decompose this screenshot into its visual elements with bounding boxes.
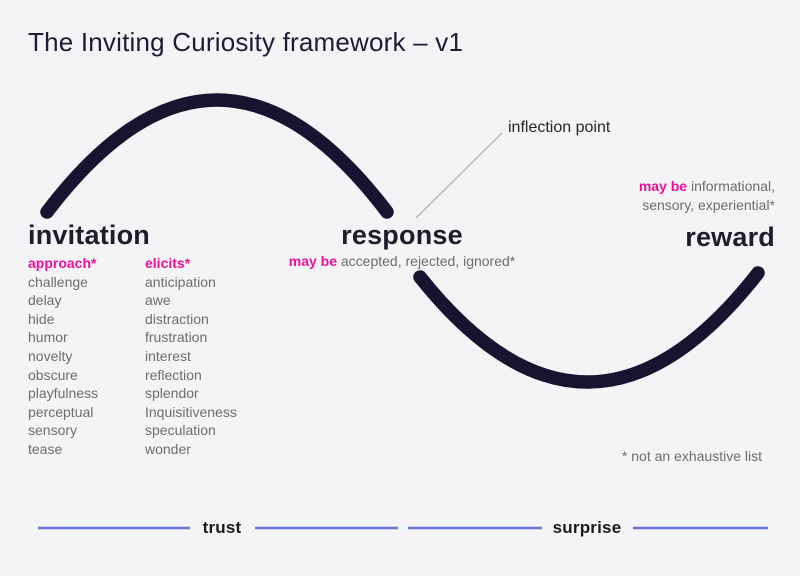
list-item: sensory — [28, 422, 78, 439]
list-item: splendor — [145, 385, 199, 402]
list-item: wonder — [145, 440, 191, 457]
response-may-be-values: accepted, rejected, ignored* — [340, 253, 516, 269]
list-item: perceptual — [28, 403, 94, 420]
response-section: response may be accepted, rejected, igno… — [289, 220, 515, 269]
footnote: * not an exhaustive list — [621, 448, 762, 464]
list-item: Inquisitiveness — [145, 403, 237, 420]
list-item: reflection — [145, 366, 202, 383]
list-item: hide — [28, 310, 55, 327]
list-item: humor — [28, 329, 68, 346]
reward-subtext-line2: sensory, experiential* — [642, 197, 775, 213]
list-item: challenge — [28, 273, 88, 290]
inflection-callout-line — [415, 132, 503, 219]
list-item: novelty — [28, 347, 73, 364]
reward-may-be-values-1: informational, — [690, 178, 775, 194]
approach-heading: approach* — [28, 255, 97, 271]
list-item: delay — [28, 292, 62, 309]
elicits-heading: elicits* — [145, 255, 191, 271]
reward-heading: reward — [685, 222, 775, 252]
list-item: tease — [28, 440, 63, 457]
list-item: interest — [145, 347, 191, 364]
response-may-be: may be — [288, 253, 338, 269]
list-item: anticipation — [145, 273, 216, 290]
inflection-point-label: inflection point — [508, 119, 611, 136]
response-subtext: may be accepted, rejected, ignored* — [289, 253, 515, 269]
invitation-heading: invitation — [28, 220, 150, 250]
invitation-arc — [40, 93, 394, 219]
list-item: distraction — [145, 310, 209, 327]
list-item: awe — [145, 292, 171, 309]
reward-may-be: may be — [638, 178, 688, 194]
list-item: obscure — [28, 366, 78, 383]
list-item: playfulness — [28, 385, 99, 402]
list-item: speculation — [145, 422, 216, 439]
response-heading: response — [341, 220, 463, 250]
trust-axis-label: trust — [202, 518, 242, 537]
surprise-axis-label: surprise — [552, 518, 622, 537]
list-item: frustration — [145, 329, 208, 346]
reward-arc — [413, 266, 765, 389]
page-title: The Inviting Curiosity framework – v1 — [28, 27, 464, 57]
reward-section: may be informational, sensory, experient… — [639, 177, 775, 252]
reward-subtext-line1: may be informational, — [639, 177, 775, 196]
